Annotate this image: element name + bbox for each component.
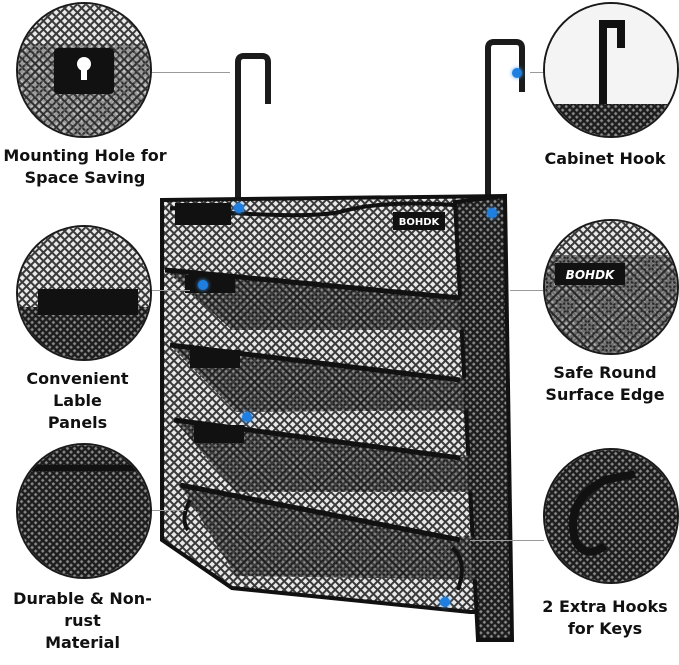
label-line: Convenient Lable: [26, 369, 129, 410]
label-line: 2 Extra Hooks: [542, 597, 668, 616]
label-panel-detail: [16, 225, 152, 361]
feature-label-extra-hooks: 2 Extra Hooks for Keys: [530, 596, 679, 640]
highlight-dot: [440, 597, 450, 607]
mounting-hole-detail: [16, 2, 152, 138]
label-line: Panels: [47, 413, 108, 432]
cabinet-hook-detail: [543, 2, 679, 138]
label-line: Safe Round: [553, 363, 657, 382]
label-line: Cabinet Hook: [544, 149, 666, 168]
highlight-dot: [234, 203, 244, 213]
feature-label-cabinet-hook: Cabinet Hook: [530, 148, 679, 170]
label-line: Durable & Non-rust: [13, 589, 152, 630]
callout-line: [530, 72, 544, 73]
callout-line: [150, 72, 230, 73]
label-line: Mounting Hole for: [3, 146, 167, 165]
label-line: Space Saving: [24, 168, 146, 187]
label-line: Surface Edge: [545, 385, 665, 404]
highlight-dot: [242, 412, 252, 422]
feature-label-non-rust: Durable & Non-rust Material: [0, 588, 165, 654]
highlight-dot: [512, 68, 522, 78]
callout-line: [150, 510, 186, 511]
round-edge-detail: BOHDK: [543, 219, 679, 355]
extra-hooks-detail: [543, 448, 679, 584]
highlight-dot: [198, 280, 208, 290]
label-line: Material: [45, 633, 120, 652]
callout-line: [150, 290, 190, 291]
label-line: for Keys: [567, 619, 643, 638]
feature-label-round-edge: Safe Round Surface Edge: [530, 362, 679, 406]
callout-line: [510, 290, 544, 291]
callout-line: [470, 540, 544, 541]
mesh-material-detail: [16, 443, 152, 579]
svg-text:BOHDK: BOHDK: [566, 268, 616, 282]
feature-label-label-panels: Convenient Lable Panels: [0, 368, 155, 434]
brand-logo: BOHDK: [399, 217, 441, 228]
highlight-dot: [487, 208, 497, 218]
feature-label-mounting-hole: Mounting Hole for Space Saving: [0, 145, 170, 189]
